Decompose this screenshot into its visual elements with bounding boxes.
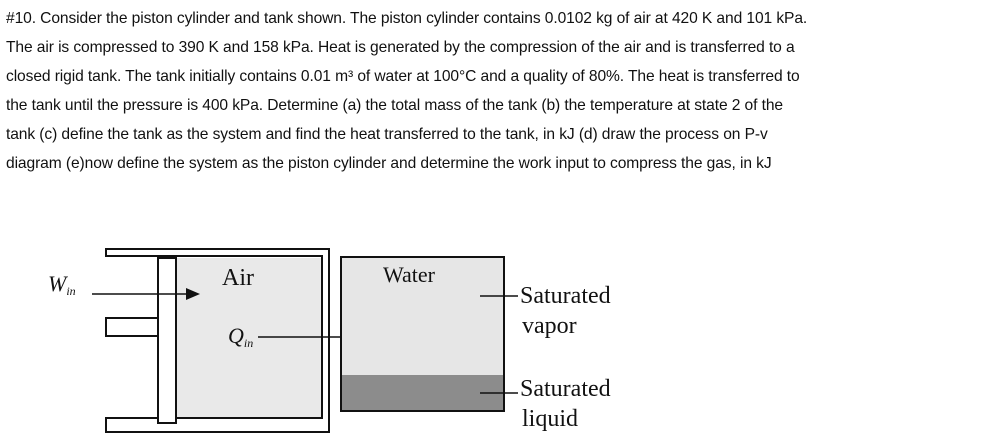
saturated-vapor-label-line1: Saturated <box>520 283 611 309</box>
win-label: Win <box>48 271 76 298</box>
saturated-liquid-label-line1: Saturated <box>520 376 611 402</box>
win-label-main: W <box>48 271 68 296</box>
rigid-tank <box>340 256 518 412</box>
problem-line-2: The air is compressed to 390 K and 158 k… <box>6 39 795 56</box>
problem-line-3: closed rigid tank. The tank initially co… <box>6 68 800 85</box>
problem-line-5: tank (c) define the tank as the system a… <box>6 126 768 143</box>
water-label: Water <box>383 262 436 287</box>
piston-head <box>157 257 177 424</box>
qin-label-sub: in <box>244 336 253 350</box>
tank-liquid-region <box>341 375 504 411</box>
cylinder-interior <box>176 258 321 423</box>
problem-line-1: #10. Consider the piston cylinder and ta… <box>6 10 808 27</box>
problem-line-4: the tank until the pressure is 400 kPa. … <box>6 97 783 114</box>
tank-vapor-region <box>341 257 504 375</box>
saturated-liquid-label-line2: liquid <box>522 406 578 432</box>
problem-line-6: diagram (e)now define the system as the … <box>6 155 772 172</box>
problem-statement: #10. Consider the piston cylinder and ta… <box>6 4 982 178</box>
qin-label-main: Q <box>228 323 244 348</box>
saturated-vapor-label-line2: vapor <box>522 313 577 339</box>
cylinder-walls <box>105 248 330 433</box>
win-arrow-head <box>186 288 200 300</box>
air-label: Air <box>222 265 254 291</box>
piston-rod <box>105 317 159 337</box>
tank-outline <box>340 256 505 412</box>
win-label-sub: in <box>66 284 75 298</box>
piston-cylinder <box>92 248 330 433</box>
qin-label: Qin <box>228 323 253 350</box>
